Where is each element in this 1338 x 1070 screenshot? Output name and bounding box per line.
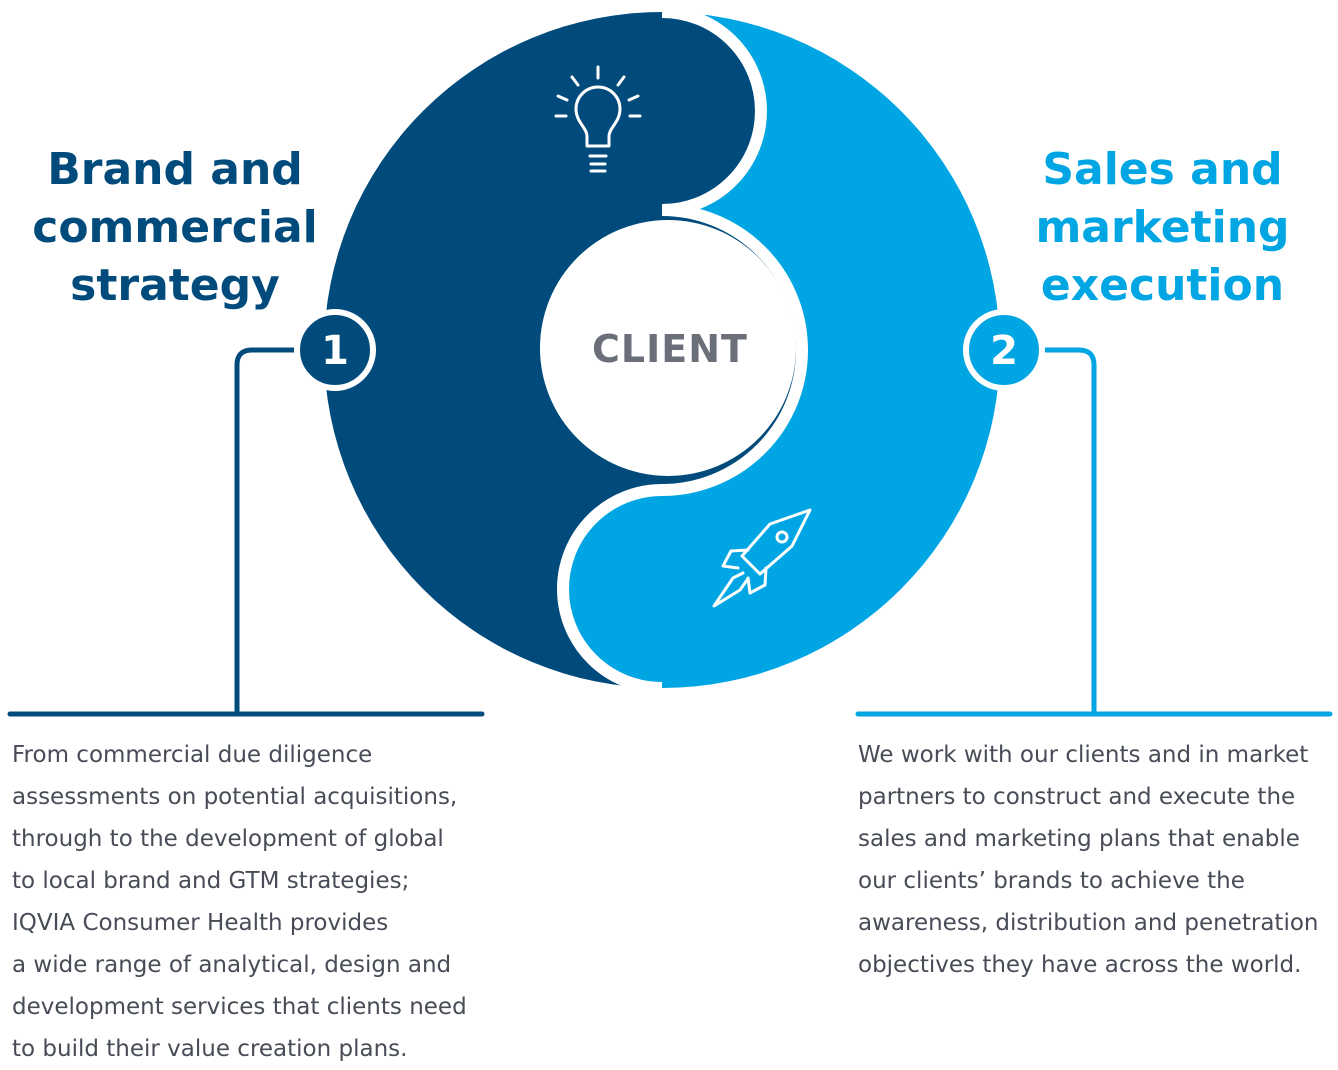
step-2-number: 2 bbox=[990, 328, 1018, 374]
lightbulb-icon bbox=[554, 65, 642, 173]
execution-segment bbox=[563, 12, 1000, 688]
execution-description: We work with our clients and in market p… bbox=[858, 742, 1319, 978]
segment-divider bbox=[557, 6, 808, 694]
step-2-badge: 2 bbox=[963, 309, 1045, 391]
left-connector-line bbox=[234, 347, 306, 714]
rocket-icon bbox=[712, 508, 812, 608]
strategy-description: From commercial due diligence assessment… bbox=[12, 742, 467, 1062]
right-connector-line bbox=[1034, 347, 1097, 714]
strategy-heading: Brand and commercial strategy bbox=[32, 144, 318, 311]
client-label: CLIENT bbox=[592, 327, 748, 371]
client-circle bbox=[540, 220, 796, 476]
step-1-number: 1 bbox=[321, 328, 349, 374]
step-1-badge: 1 bbox=[294, 309, 376, 391]
execution-heading: Sales and marketing execution bbox=[1035, 144, 1290, 311]
